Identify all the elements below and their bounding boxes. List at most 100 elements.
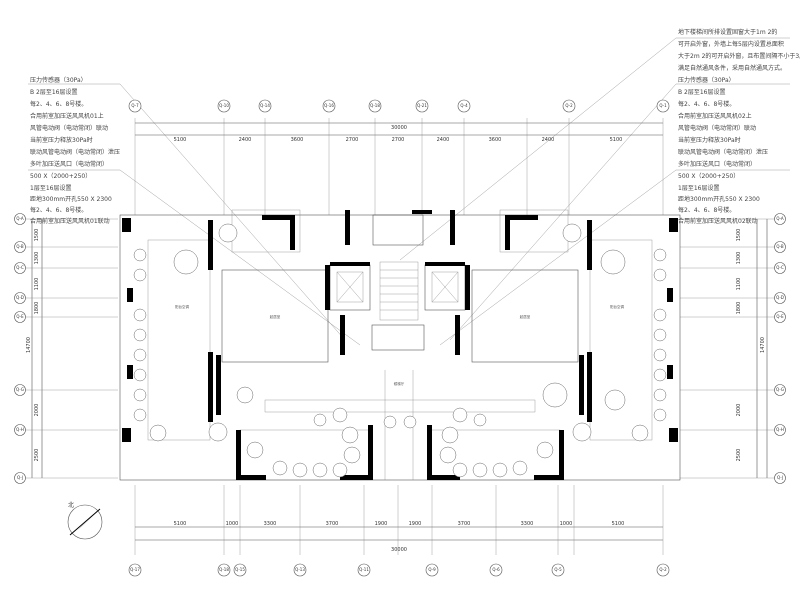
room-label: 阳台空调 bbox=[610, 304, 624, 309]
note-line: 地下楼梯间所排设置固窗大于1m 2的 bbox=[678, 28, 777, 36]
note-line: 每2、4、6、8号楼。 bbox=[30, 206, 87, 214]
note-line: 合用前室加压送风风机01联动 bbox=[30, 217, 110, 225]
top-dimension-chain: 5100 2400 3600 2700 2700 2400 3600 2400 … bbox=[134, 118, 664, 215]
dim-total: 30000 bbox=[391, 547, 407, 553]
landscape-trees bbox=[133, 223, 667, 478]
axis-label: Q-17 bbox=[130, 567, 140, 572]
note-line: 合用前室加压送风风机01上 bbox=[30, 112, 104, 120]
right-dimension-chain: 1500 1300 1100 1800 2000 2500 14700 bbox=[680, 218, 775, 479]
north-label: 北 bbox=[68, 501, 74, 509]
axis-label: Q-C bbox=[16, 265, 24, 270]
axis-label: Q-9 bbox=[428, 567, 436, 572]
dim-label: 1500 bbox=[736, 229, 742, 242]
axis-label: Q-C bbox=[776, 265, 784, 270]
room-label: 起居室 bbox=[520, 314, 531, 319]
dim-label: 5100 bbox=[612, 521, 625, 527]
right-notes: 压力传感器（30Pa） B 2层至16层设置 每2、4、6、8号楼。 合用前室加… bbox=[676, 76, 790, 225]
dim-label: 1900 bbox=[409, 521, 422, 527]
note-line: 每2、4、6、8号楼。 bbox=[30, 100, 87, 108]
axis-label: Q-10 bbox=[219, 103, 229, 108]
axis-label: Q-11 bbox=[359, 567, 369, 572]
note-line: 联动风管电动阀（电动常闭）泄压 bbox=[30, 148, 120, 156]
axis-label: Q-18 bbox=[219, 567, 229, 572]
dim-label: 3300 bbox=[521, 521, 534, 527]
axis-label: Q-6 bbox=[492, 567, 500, 572]
axis-label: Q-4 bbox=[460, 103, 468, 108]
axis-label: Q-H bbox=[776, 427, 784, 432]
dim-label: 3700 bbox=[326, 521, 339, 527]
room-label: 候梯厅 bbox=[394, 381, 405, 386]
note-line: 距地300mm开孔550 X 2300 bbox=[30, 195, 112, 203]
dim-label: 1900 bbox=[375, 521, 388, 527]
axis-label: Q-18 bbox=[370, 103, 380, 108]
dim-label: 3700 bbox=[458, 521, 471, 527]
note-line: 每2、4、6、8号楼。 bbox=[678, 206, 735, 214]
note-line: 合用前室加压送风风机02上 bbox=[678, 112, 752, 120]
axis-label: Q-A bbox=[776, 216, 784, 221]
note-line: 可开启外窗，外墙上每5层内设置总面积 bbox=[678, 40, 784, 48]
axis-label: Q-G bbox=[16, 387, 24, 392]
note-line: 大于2m 2的可开启外窗，且布置间隔不小于3层， bbox=[678, 52, 800, 60]
axis-label: Q-1 bbox=[659, 103, 667, 108]
axis-label: Q-D bbox=[776, 295, 784, 300]
dim-label: 1300 bbox=[736, 252, 742, 265]
axis-label: Q-15 bbox=[235, 567, 245, 572]
axis-label: Q-13 bbox=[295, 567, 305, 572]
dim-total: 14700 bbox=[760, 337, 766, 353]
left-dimension-chain: 1500 1300 1100 1800 2000 2500 14700 bbox=[25, 218, 118, 479]
note-line: 风管电动阀（电动常闭）联动 bbox=[30, 124, 108, 132]
dim-label: 1100 bbox=[736, 278, 742, 291]
note-line: 500 X（2000+250） bbox=[678, 173, 739, 180]
note-line: 距地300mm开孔550 X 2300 bbox=[678, 195, 760, 203]
dim-label: 3300 bbox=[264, 521, 277, 527]
note-line: 合用前室加压送风风机02联动 bbox=[678, 217, 758, 225]
axis-label: Q-D bbox=[16, 295, 24, 300]
dim-label: 2000 bbox=[736, 404, 742, 417]
bottom-axis-bubbles: Q-17 Q-18 Q-15 Q-13 Q-11 Q-9 Q-6 Q-5 Q-2 bbox=[128, 563, 670, 577]
note-line: 压力传感器（30Pa） bbox=[30, 76, 87, 84]
north-arrow-circle bbox=[67, 504, 103, 540]
note-line: B 2层至16层设置 bbox=[30, 88, 77, 96]
room-label: 阳台空调 bbox=[175, 304, 189, 309]
left-axis-bubbles: Q-A Q-B Q-C Q-D Q-E Q-G Q-H Q-J bbox=[14, 213, 26, 484]
dim-label: 1000 bbox=[226, 521, 239, 527]
note-line: 每2、4、6、8号楼。 bbox=[678, 100, 735, 108]
axis-label: Q-A bbox=[16, 216, 24, 221]
top-right-notes: 地下楼梯间所排设置固窗大于1m 2的 可开启外窗，外墙上每5层内设置总面积 大于… bbox=[676, 28, 800, 72]
axis-label: Q-B bbox=[16, 244, 24, 249]
room-labels: 起居室 起居室 阳台空调 阳台空调 候梯厅 bbox=[175, 304, 624, 386]
top-axis-bubbles: Q-7 Q-10 Q-14 Q-16 Q-18 Q-21 Q-4 Q-2 Q-1 bbox=[128, 99, 670, 113]
axis-label: Q-H bbox=[16, 427, 24, 432]
leader-lines bbox=[119, 37, 677, 346]
dim-label: 2400 bbox=[542, 137, 555, 143]
axis-label: Q-J bbox=[17, 475, 23, 480]
left-notes: 压力传感器（30Pa） B 2层至16层设置 每2、4、6、8号楼。 合用前室加… bbox=[28, 76, 120, 225]
dim-label: 2400 bbox=[239, 137, 252, 143]
dim-label: 1100 bbox=[34, 278, 40, 291]
dim-total: 14700 bbox=[26, 337, 32, 353]
axis-label: Q-14 bbox=[260, 103, 270, 108]
note-line: 多叶加压送风口（电动常闭） bbox=[30, 160, 108, 168]
note-line: 多叶加压送风口（电动常闭） bbox=[678, 160, 756, 168]
dim-label: 2700 bbox=[346, 137, 359, 143]
axis-label: Q-16 bbox=[324, 103, 334, 108]
north-arrow: 北 bbox=[67, 501, 103, 540]
bottom-dimension-chain: 5100 1000 3300 3700 1900 1900 3700 3300 … bbox=[134, 485, 664, 555]
note-line: 当前室压力释放30Pa时 bbox=[30, 136, 93, 144]
building-outline bbox=[119, 209, 681, 481]
note-line: 联动风管电动阀（电动常闭）泄压 bbox=[678, 148, 768, 156]
axis-label: Q-B bbox=[776, 244, 784, 249]
structural-walls bbox=[122, 210, 678, 480]
dim-label: 2500 bbox=[34, 449, 40, 462]
dim-label: 3600 bbox=[489, 137, 502, 143]
dim-label: 1300 bbox=[34, 252, 40, 265]
note-line: 压力传感器（30Pa） bbox=[678, 76, 735, 84]
axis-label: Q-E bbox=[16, 314, 24, 319]
note-line: 500 X（2000+250） bbox=[30, 173, 91, 180]
dim-label: 2700 bbox=[392, 137, 405, 143]
dim-label: 1000 bbox=[560, 521, 573, 527]
dim-label: 1800 bbox=[736, 302, 742, 315]
axis-label: Q-2 bbox=[565, 103, 573, 108]
dim-label: 2000 bbox=[34, 404, 40, 417]
